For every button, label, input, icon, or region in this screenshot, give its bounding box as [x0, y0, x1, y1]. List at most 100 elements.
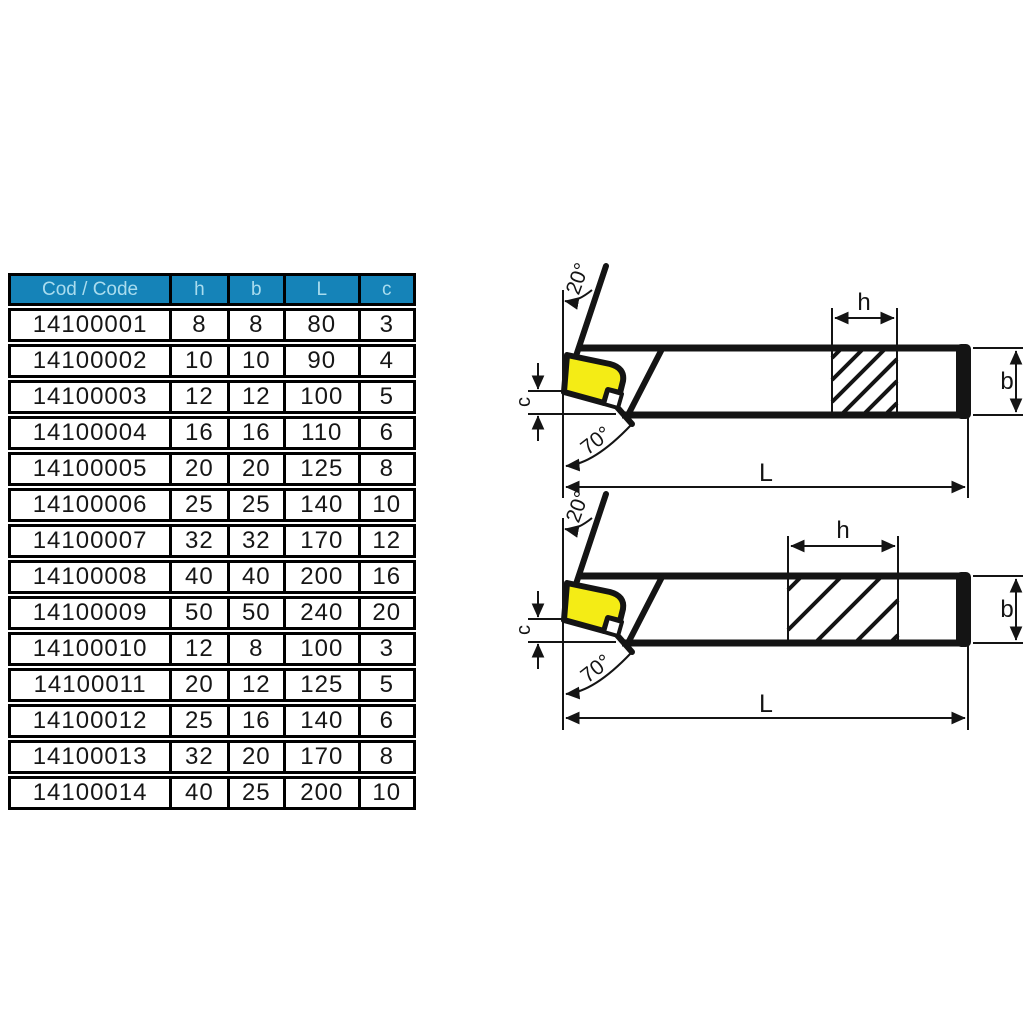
- cell-L: 170: [283, 740, 358, 774]
- cell-c: 8: [357, 740, 416, 774]
- cell-code: 14100001: [8, 308, 170, 342]
- cell-L: 200: [283, 776, 358, 810]
- header-cell-h: h: [169, 273, 227, 306]
- cell-b: 8: [226, 308, 283, 342]
- cell-L: 100: [283, 380, 358, 414]
- cell-b: 40: [226, 560, 283, 594]
- section-hatch: [830, 346, 899, 417]
- cell-c: 16: [357, 560, 416, 594]
- insert-seat-line: [624, 346, 665, 420]
- cell-code: 14100004: [8, 416, 170, 450]
- cell-h: 16: [169, 416, 227, 450]
- front-angle-label: 70°: [576, 422, 615, 460]
- cell-L: 170: [283, 524, 358, 558]
- cell-b: 10: [226, 344, 283, 378]
- cell-c: 8: [357, 452, 416, 486]
- cell-code: 14100009: [8, 596, 170, 630]
- h-label: h: [836, 517, 849, 544]
- b-label: b: [1000, 368, 1013, 395]
- c-label: c: [513, 625, 535, 635]
- cell-h: 20: [169, 452, 227, 486]
- h-label: h: [857, 289, 870, 316]
- cell-L: 90: [283, 344, 358, 378]
- section-hatch: [786, 574, 900, 645]
- cell-b: 16: [226, 704, 283, 738]
- cell-b: 50: [226, 596, 283, 630]
- cell-b: 20: [226, 740, 283, 774]
- cell-code: 14100014: [8, 776, 170, 810]
- cell-code: 14100011: [8, 668, 170, 702]
- front-angle-arc: [565, 424, 632, 472]
- cell-c: 5: [357, 380, 416, 414]
- cell-h: 40: [169, 776, 227, 810]
- rake-angle-arc: [564, 289, 593, 310]
- cell-code: 14100013: [8, 740, 170, 774]
- header-cell-c: c: [357, 273, 416, 306]
- cell-c: 6: [357, 416, 416, 450]
- cell-h: 32: [169, 740, 227, 774]
- cell-L: 125: [283, 668, 358, 702]
- cell-L: 100: [283, 632, 358, 666]
- cell-h: 25: [169, 704, 227, 738]
- cell-c: 4: [357, 344, 416, 378]
- cell-b: 8: [226, 632, 283, 666]
- header-cell-code: Cod / Code: [8, 273, 170, 306]
- cell-c: 10: [357, 488, 416, 522]
- cell-code: 14100008: [8, 560, 170, 594]
- cell-b: 16: [226, 416, 283, 450]
- L-label: L: [759, 459, 773, 487]
- cell-code: 14100007: [8, 524, 170, 558]
- cell-code: 14100002: [8, 344, 170, 378]
- cell-c: 20: [357, 596, 416, 630]
- cell-L: 200: [283, 560, 358, 594]
- c-label: c: [513, 397, 535, 407]
- b-label: b: [1000, 596, 1013, 623]
- tip-spur: [614, 404, 635, 427]
- tool-body: [561, 263, 971, 427]
- cell-code: 14100010: [8, 632, 170, 666]
- tool-drawing-bottom: h b L c 20° 70°: [513, 478, 1024, 760]
- cell-h: 8: [169, 308, 227, 342]
- table-header-row: Cod / Code h b L c: [8, 273, 416, 306]
- cell-L: 140: [283, 488, 358, 522]
- rake-angle-arc: [564, 517, 593, 538]
- insert-notch: [602, 616, 624, 638]
- front-angle-arc: [565, 652, 632, 700]
- cell-b: 32: [226, 524, 283, 558]
- L-label: L: [759, 690, 773, 718]
- cell-L: 110: [283, 416, 358, 450]
- body-end-face: [956, 572, 971, 647]
- cell-h: 12: [169, 380, 227, 414]
- header-cell-L: L: [283, 273, 358, 306]
- cell-b: 25: [226, 776, 283, 810]
- cell-L: 125: [283, 452, 358, 486]
- insert-notch: [602, 388, 624, 410]
- cell-h: 25: [169, 488, 227, 522]
- header-cell-b: b: [226, 273, 283, 306]
- cell-c: 3: [357, 632, 416, 666]
- cell-h: 50: [169, 596, 227, 630]
- body-end-face: [956, 344, 971, 419]
- insert-seat-line: [624, 574, 665, 648]
- tip-spur: [614, 632, 635, 655]
- cell-code: 14100012: [8, 704, 170, 738]
- cell-h: 32: [169, 524, 227, 558]
- cell-h: 20: [169, 668, 227, 702]
- cell-b: 12: [226, 668, 283, 702]
- cell-c: 12: [357, 524, 416, 558]
- cell-b: 12: [226, 380, 283, 414]
- cell-L: 140: [283, 704, 358, 738]
